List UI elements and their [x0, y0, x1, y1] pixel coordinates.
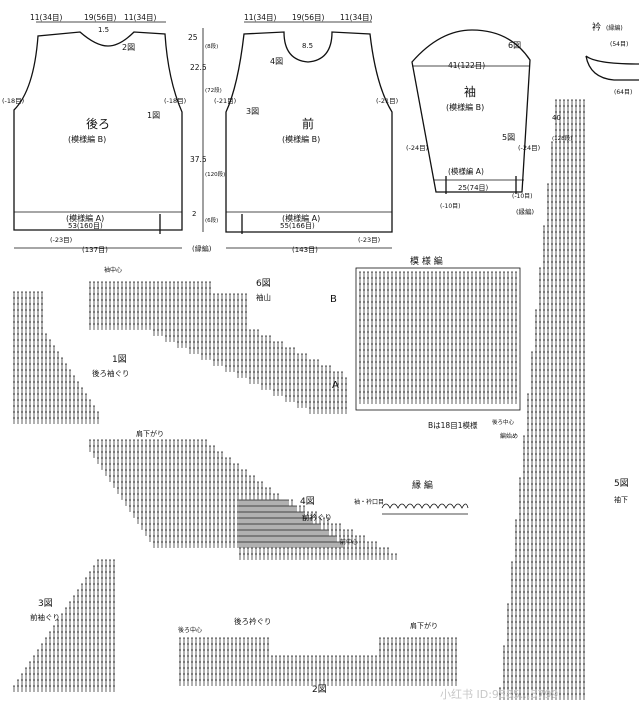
back-hem-side: (-23目) — [50, 236, 72, 244]
front-dim-neck: 19(56目) — [292, 13, 325, 22]
sleeve-title: 袖 — [464, 84, 476, 99]
back-dim-top-right: 11(34目) — [124, 13, 157, 22]
back-neck-depth: 1.5 — [98, 26, 109, 34]
collar-title: 衿 — [592, 21, 601, 33]
dim-v3: 37.5 — [190, 155, 207, 164]
sleeve-diagram: 6図 41(122目) 袖 (模様編 B) 5図 (-24目) (-24目) (… — [406, 29, 540, 216]
fig1-chart — [13, 291, 99, 424]
collar-pattern: (縁編) — [606, 24, 623, 32]
collar-v2: (128段) — [552, 134, 572, 142]
sleeve-underarm-figure: 5図 — [502, 133, 515, 142]
front-pattern: (模様編 B) — [282, 134, 320, 144]
fig5-label: 5図 — [614, 478, 629, 489]
fig2-label: 2図 — [312, 684, 327, 695]
back-dim-top-left: 11(34目) — [30, 13, 63, 22]
fig6-label: 6図 — [256, 278, 271, 289]
front-width: 55(166目) — [280, 222, 315, 230]
back-title: 後ろ — [86, 117, 110, 131]
pattern-block-start: 編始め — [500, 432, 518, 440]
fig6-slope — [153, 329, 347, 414]
collar-diagram: 衿 (縁編) (54目) (64目) 40 (128段) — [552, 21, 639, 142]
back-total: (137目) — [82, 246, 108, 254]
pattern-label-a: A — [332, 380, 339, 391]
dim-v2b: (72段) — [205, 86, 222, 94]
pattern-block-title: 模 様 編 — [410, 255, 443, 267]
sleeve-cuff-label: (縁編) — [516, 207, 534, 216]
shoulder1: 肩下がり — [136, 429, 164, 438]
fig4-sub: 前衿ぐり — [302, 512, 332, 522]
sleeve-cap-figure: 6図 — [508, 41, 521, 50]
fig5-sub: 袖下 — [614, 495, 628, 504]
sleeve-hem-pattern: (模様編 A) — [448, 166, 484, 176]
fig2-sub: 後ろ衿ぐり — [234, 616, 272, 626]
sleeve-cuff: 25(74目) — [458, 184, 489, 192]
watermark: 小红书 ID:9585...5799 — [440, 688, 558, 701]
front-title: 前 — [302, 116, 314, 131]
dim-v3b: (120段) — [205, 170, 225, 178]
fig3-label: 3図 — [38, 598, 53, 609]
sleeve-side-left: (-24目) — [406, 144, 428, 152]
fig3-sub: 前袖ぐり — [30, 612, 60, 622]
fig1-sub: 後ろ袖ぐり — [92, 368, 130, 378]
pattern-block-grid — [359, 271, 517, 404]
front-dim-top-left: 11(34目) — [244, 13, 277, 22]
front-hem-side: (-23目) — [358, 236, 380, 244]
dim-v4b: (6段) — [205, 216, 218, 224]
front-side-right: (-21目) — [376, 97, 398, 105]
pattern-sample-block: 模 様 編 B A Bは18目1模様 後ろ中心 編始め — [330, 255, 521, 440]
pattern-label-b: B — [330, 294, 337, 305]
dim-v1b: (8段) — [205, 42, 218, 50]
edging-title: 縁 編 — [412, 479, 433, 491]
back-width: 53(160目) — [68, 222, 103, 230]
front-neck-figure: 4図 — [270, 57, 283, 66]
fig2-chart — [179, 637, 457, 686]
fig4-neck — [239, 499, 397, 560]
sleeve-pattern: (模様編 B) — [446, 102, 484, 112]
sleeve-cuff-side-left: (-10目) — [440, 203, 460, 210]
dim-v1: 25 — [188, 33, 198, 42]
front-dim-top-right: 11(34目) — [340, 13, 373, 22]
chart-labels: 6図 袖山 袖中心 1図 後ろ袖ぐり 肩下がり 4図 前衿ぐり 前中心 3図 前… — [30, 266, 629, 695]
front-piece-diagram: 11(34目) 19(56目) 11(34目) 8.5 4図 3図 (-21目)… — [214, 13, 398, 254]
front-side-left: (-21目) — [214, 97, 236, 105]
back-dim-neck: 19(56目) — [84, 13, 117, 22]
shoulder2: 肩下がり — [410, 621, 438, 630]
sleeve-side-right: (-24目) — [518, 144, 540, 152]
fig6-sub: 袖山 — [256, 292, 271, 302]
sleeve-cuff-side-right: (-10目) — [512, 193, 532, 200]
edging-sample: 縁 編 袖・衿口目 — [354, 479, 469, 515]
dim-v4: 2 — [192, 210, 196, 218]
back-armhole-figure: 1図 — [147, 111, 160, 120]
front-hem-pattern: (模様編 A) — [282, 213, 320, 223]
fig3-chart — [13, 559, 115, 692]
sleeve-width: 41(122目) — [448, 61, 485, 70]
back-pattern: (模様編 B) — [68, 134, 106, 144]
back-shoulder-figure: 2図 — [122, 43, 135, 52]
front-armhole-figure: 3図 — [246, 107, 259, 116]
fig6-center: 袖中心 — [104, 266, 122, 274]
front-neck-depth: 8.5 — [302, 42, 313, 50]
fig1-label: 1図 — [112, 354, 127, 365]
fig4-center: 前中心 — [340, 538, 358, 546]
fig5-chart — [499, 99, 585, 700]
back-piece-diagram: 11(34目) 19(56目) 11(34目) 1.5 2図 1図 (-18目)… — [2, 13, 186, 254]
collar-d1: (54目) — [610, 41, 628, 48]
length-dimensions: 25 (8段) 22.5 (72段) 37.5 (120段) 2 (6段) (縁… — [188, 28, 225, 253]
stitch-charts — [13, 99, 585, 700]
back-side-right: (-18目) — [164, 97, 186, 105]
back-hem-pattern: (模様編 A) — [66, 213, 104, 223]
dim-hem: (縁編) — [192, 244, 212, 253]
dim-v2: 22.5 — [190, 63, 207, 72]
pattern-block-note: Bは18目1模様 — [428, 420, 478, 430]
fig4-label: 4図 — [300, 496, 315, 507]
pattern-block-center: 後ろ中心 — [492, 418, 515, 426]
back-side-left: (-18目) — [2, 97, 24, 105]
front-total: (143目) — [292, 246, 318, 254]
fig2-center: 後ろ中心 — [178, 626, 202, 634]
edging-pick: 袖・衿口目 — [354, 498, 384, 506]
collar-d2: (64目) — [614, 89, 632, 96]
fig4-chart — [89, 439, 343, 548]
fig6-chart — [89, 281, 247, 330]
